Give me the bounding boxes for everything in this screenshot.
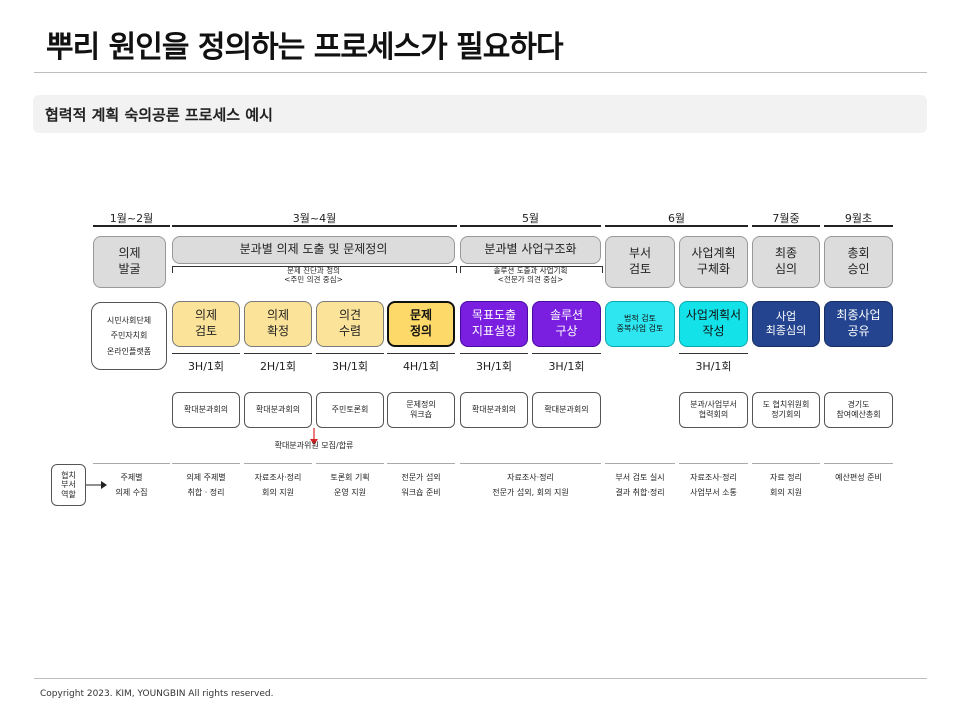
hour-line xyxy=(387,353,455,354)
recruit-arrow-icon xyxy=(310,428,318,445)
month-line xyxy=(752,225,820,227)
bracket-diagnosis-note: 문제 진단과 정의 <주민 의견 중심> xyxy=(284,266,343,285)
month-line xyxy=(605,225,748,227)
step-final-review: 사업 최종심의 xyxy=(752,301,820,347)
step-opinion: 의견 수렴 xyxy=(316,301,384,347)
role-text: 자료조사·정리 회의 지원 xyxy=(254,473,302,498)
role-text: 주제별 의제 수집 xyxy=(115,473,148,498)
hour-label: 3H/1회 xyxy=(331,360,369,373)
meeting-box: 분과/사업부서 협력회의 xyxy=(679,392,748,428)
hour-label: 3H/1회 xyxy=(187,360,225,373)
role-text: 의제 주제별 취합 · 정리 xyxy=(186,473,226,498)
subtitle-bar xyxy=(33,95,927,133)
hour-line xyxy=(244,353,312,354)
meeting-box: 확대분과회의 xyxy=(244,392,312,428)
role-text: 예산편성 준비 xyxy=(835,473,882,482)
step-issue-review: 의제 검토 xyxy=(172,301,240,347)
hour-label: 3H/1회 xyxy=(695,360,732,373)
phase-issue: 의제 발굴 xyxy=(93,236,166,288)
step-final-share: 최종사업 공유 xyxy=(824,301,893,347)
role-line xyxy=(244,463,312,464)
role-text: 전문가 섭외 워크숍 준비 xyxy=(401,473,441,498)
role-text: 토론회 기획 운영 지원 xyxy=(330,473,370,498)
month-line xyxy=(93,225,170,227)
hour-label: 4H/1회 xyxy=(402,360,440,373)
role-text: 자료 정리 회의 지원 xyxy=(770,473,802,498)
phase-bunkwa: 분과별 의제 도출 및 문제정의 xyxy=(172,236,455,264)
copyright: Copyright 2023. KIM, YOUNGBIN All rights… xyxy=(40,689,274,699)
role-line xyxy=(93,463,170,464)
role-line xyxy=(679,463,748,464)
month-label: 7월중 xyxy=(772,212,800,225)
phase-approve: 총회 승인 xyxy=(824,236,893,288)
month-label: 1월~2월 xyxy=(109,212,154,225)
role-text: 부서 검토 실시 결과 취합·정리 xyxy=(615,473,665,498)
meeting-box: 확대분과회의 xyxy=(172,392,240,428)
hour-label: 3H/1회 xyxy=(475,360,513,373)
hour-line xyxy=(532,353,601,354)
recruit-label: 확대분과위원 모집/합류 xyxy=(274,441,354,450)
hour-line xyxy=(460,353,528,354)
step-goal: 목표도출 지표설정 xyxy=(460,301,528,347)
month-line xyxy=(172,225,457,227)
meeting-box: 확대분과회의 xyxy=(460,392,528,428)
meeting-box: 문제정의 워크숍 xyxy=(387,392,455,428)
bracket-diagnosis xyxy=(172,266,457,273)
role-text: 자료조사·정리 전문가 섭외, 회의 지원 xyxy=(492,473,569,498)
bracket-solution-note: 솔루션 도출과 사업기획 <전문가 의견 중심> xyxy=(493,266,568,285)
month-label: 5월 xyxy=(521,212,540,225)
role-line xyxy=(824,463,893,464)
month-label: 3월~4월 xyxy=(292,212,337,225)
role-arrow-icon xyxy=(86,481,107,489)
step-issue-confirm: 의제 확정 xyxy=(244,301,312,347)
role-line xyxy=(752,463,820,464)
phase-plan: 사업계획 구체화 xyxy=(679,236,748,288)
hour-line xyxy=(172,353,240,354)
hour-label: 3H/1회 xyxy=(548,360,585,373)
meeting-box: 경기도 참여예산총회 xyxy=(824,392,893,428)
phase-project: 분과별 사업구조화 xyxy=(460,236,601,264)
meeting-box: 도 협치위원회 정기회의 xyxy=(752,392,820,428)
step-problem-definition: 문제 정의 xyxy=(387,301,455,347)
hour-line xyxy=(316,353,384,354)
step-plan-writing: 사업계획서 작성 xyxy=(679,301,748,347)
role-line xyxy=(316,463,384,464)
title-divider xyxy=(34,72,927,73)
phase-dept: 부서 검토 xyxy=(605,236,675,288)
hour-label: 2H/1회 xyxy=(259,360,297,373)
phase-final: 최종 심의 xyxy=(752,236,820,288)
role-line xyxy=(387,463,455,464)
role-line xyxy=(605,463,675,464)
role-text: 자료조사·정리 사업부서 소통 xyxy=(690,473,737,498)
hour-line xyxy=(679,353,748,354)
participants-box: 시민사회단체 주민자치회 온라인플랫폼 xyxy=(91,302,167,370)
role-line xyxy=(172,463,240,464)
meeting-box: 확대분과회의 xyxy=(532,392,601,428)
month-line xyxy=(824,225,893,227)
month-label: 6월 xyxy=(667,212,686,225)
meeting-box: 주민토론회 xyxy=(316,392,384,428)
subtitle: 협력적 계획 숙의공론 프로세스 예시 xyxy=(45,106,273,124)
step-legal-review: 법적 검토 중복사업 검토 xyxy=(605,301,675,347)
role-line xyxy=(460,463,601,464)
month-label: 9월초 xyxy=(844,212,873,225)
month-line xyxy=(460,225,601,227)
page-title: 뿌리 원인을 정의하는 프로세스가 필요하다 xyxy=(46,30,564,65)
bracket-solution xyxy=(460,266,603,273)
footer-divider xyxy=(34,678,927,679)
step-solution: 솔루션 구상 xyxy=(532,301,601,347)
role-label-box: 협치 부서 역할 xyxy=(51,464,86,506)
